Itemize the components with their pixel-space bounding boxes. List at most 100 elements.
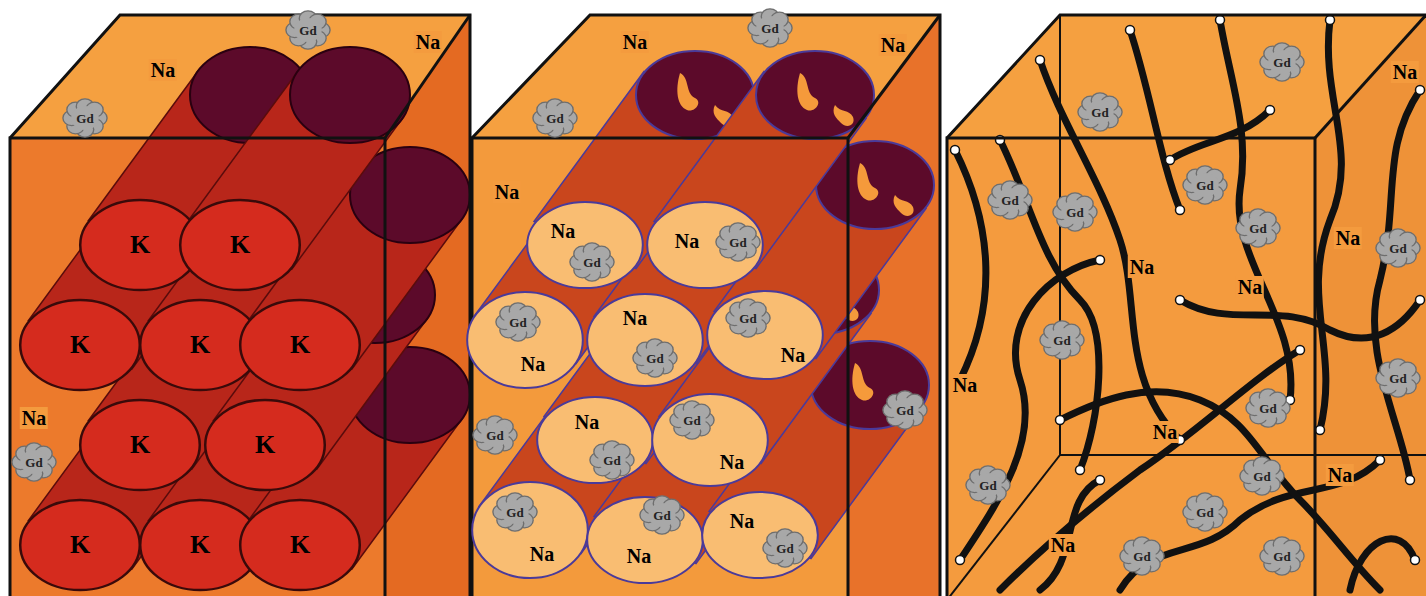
gd-particle: Gd: [1259, 536, 1305, 576]
element-symbol: Gd: [739, 312, 756, 325]
element-label: Na: [781, 345, 805, 365]
fibers: [955, 20, 1420, 590]
element-symbol: Gd: [653, 509, 670, 522]
gd-particle: Gd: [1077, 92, 1123, 132]
k-ellipse: K: [179, 199, 301, 291]
gd-particle: Gd: [1245, 388, 1291, 428]
gd-particle: Gd: [1182, 492, 1228, 532]
gd-particle: Gd: [11, 442, 57, 482]
element-symbol: Gd: [646, 352, 663, 365]
element-label: Na: [730, 511, 754, 531]
fiber-ends: [951, 16, 1425, 565]
gd-particle: Gd: [62, 98, 108, 138]
element-label: Na: [493, 181, 521, 203]
element-symbol: Gd: [683, 414, 700, 427]
k-ellipse: K: [79, 399, 201, 491]
na-ellipse: NaGd: [651, 393, 769, 487]
gd-particle: Gd: [632, 338, 678, 378]
k-ellipse: K: [239, 299, 361, 391]
element-label: K: [130, 232, 150, 258]
element-label: Na: [149, 59, 177, 81]
gd-particle: Gd: [532, 98, 578, 138]
element-symbol: Gd: [509, 316, 526, 329]
gd-particle: Gd: [965, 465, 1011, 505]
na-ellipse: NaGd: [586, 293, 704, 387]
gd-particle: Gd: [1039, 320, 1085, 360]
gd-particle: Gd: [715, 222, 761, 262]
element-label: K: [290, 532, 310, 558]
gd-particle: Gd: [725, 298, 771, 338]
element-symbol: Gd: [1389, 372, 1406, 385]
gd-particle: Gd: [285, 10, 331, 50]
element-symbol: Gd: [1273, 56, 1290, 69]
gd-particle: Gd: [1375, 228, 1421, 268]
element-label: Na: [621, 31, 649, 53]
element-label: K: [130, 432, 150, 458]
element-symbol: Gd: [583, 256, 600, 269]
element-label: Na: [20, 407, 48, 429]
na-ellipse: Na Gd: [706, 290, 824, 380]
cube-edges: [10, 15, 470, 596]
na-ellipse: Na Gd: [471, 481, 589, 579]
element-symbol: Gd: [776, 542, 793, 555]
element-label: Na: [627, 546, 651, 566]
ellipse-shape: [471, 481, 589, 579]
element-label: Na: [675, 231, 699, 251]
element-symbol: Gd: [1196, 506, 1213, 519]
element-label: Na: [951, 374, 979, 396]
element-label: K: [70, 532, 90, 558]
element-symbol: Gd: [761, 22, 778, 35]
na-ellipse: Na Gd: [646, 201, 764, 289]
element-label: Na: [623, 308, 647, 328]
element-symbol: Gd: [1066, 206, 1083, 219]
cube-face: [947, 138, 1315, 596]
element-symbol: Gd: [1253, 470, 1270, 483]
element-label: K: [290, 332, 310, 358]
element-symbol: Gd: [486, 429, 503, 442]
element-symbol: Gd: [1133, 550, 1150, 563]
k-ellipse: K: [204, 399, 326, 491]
na-ellipse: NaGd: [701, 491, 819, 579]
element-label: Na: [879, 34, 907, 56]
cube-back-edges: [947, 15, 1426, 596]
cube-face: [1315, 15, 1426, 596]
element-label: Na: [414, 31, 442, 53]
element-symbol: Gd: [729, 236, 746, 249]
gd-particle: Gd: [762, 528, 808, 568]
ellipse-shape: [651, 393, 769, 487]
element-symbol: Gd: [76, 112, 93, 125]
gd-particle: Gd: [1235, 208, 1281, 248]
element-symbol: Gd: [1389, 242, 1406, 255]
cube-edges: [947, 15, 1426, 596]
element-label: Na: [1236, 276, 1264, 298]
gd-particle: Gd: [589, 440, 635, 480]
gd-particle: Gd: [747, 8, 793, 48]
gd-particle: Gd: [1182, 165, 1228, 205]
gd-particle: Gd: [569, 242, 615, 282]
gd-particle: Gd: [1375, 358, 1421, 398]
na-ellipse: Na Gd: [586, 496, 704, 584]
element-label: K: [70, 332, 90, 358]
gd-particle: Gd: [495, 302, 541, 342]
element-symbol: Gd: [896, 404, 913, 417]
na-ellipse: NaGd: [536, 396, 654, 484]
element-label: Na: [575, 412, 599, 432]
element-symbol: Gd: [1196, 179, 1213, 192]
element-symbol: Gd: [1001, 194, 1018, 207]
element-label: Na: [530, 544, 554, 564]
element-symbol: Gd: [506, 506, 523, 519]
element-label: K: [190, 532, 210, 558]
element-symbol: Gd: [25, 456, 42, 469]
k-ellipse: K: [239, 499, 361, 591]
element-label: K: [190, 332, 210, 358]
element-symbol: Gd: [1053, 334, 1070, 347]
element-label: K: [255, 432, 275, 458]
element-label: Na: [1391, 61, 1419, 83]
gd-particle: Gd: [1239, 456, 1285, 496]
gd-particle: Gd: [492, 492, 538, 532]
k-ellipse: K: [19, 499, 141, 591]
element-label: Na: [1334, 227, 1362, 249]
gd-particle: Gd: [1119, 536, 1165, 576]
element-label: K: [230, 232, 250, 258]
